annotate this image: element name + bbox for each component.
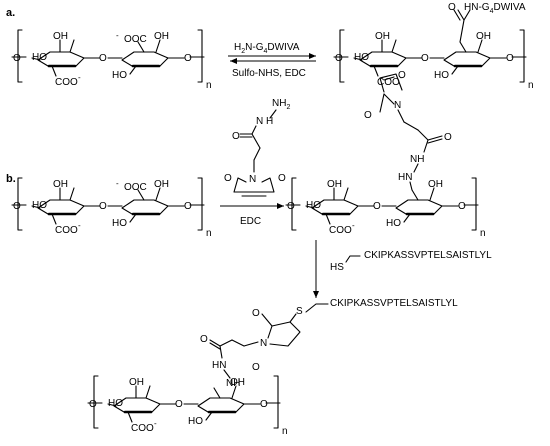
atom-oh: OH [327, 179, 342, 190]
carbonyl-o: O [364, 110, 372, 121]
atom-o: O [287, 201, 295, 212]
final-product: O O N S CKIPKASSVPTELSAISTLYL O HN NH [200, 298, 458, 389]
carbonyl-o: O [448, 2, 456, 13]
hydrazide-hn: HN [398, 172, 412, 183]
atom-oh: OH [53, 179, 68, 190]
hydrazide-h: H [266, 116, 273, 127]
atom-ho: HO [188, 416, 203, 427]
atom-ho: HO [386, 218, 401, 229]
atom-o: O [13, 201, 21, 212]
carbonyl-o: O [232, 131, 240, 142]
atom-o: O [184, 201, 192, 212]
charge: - [116, 31, 119, 40]
panel-b-reagent-bottom: EDC [240, 216, 261, 227]
atom-oh: OH [375, 31, 390, 42]
panel-a-product-group: HN-G4DWIVA [464, 2, 526, 15]
bridge-o: O [373, 201, 381, 212]
imide-n: N [260, 338, 267, 349]
carbonyl-o: O [252, 362, 260, 373]
atom-oh: OH [154, 31, 169, 42]
carboxylate-label: OOC [124, 182, 147, 193]
panel-a-label: a. [6, 7, 15, 19]
atom-o: O [89, 399, 97, 410]
atom-o: O [458, 201, 466, 212]
carboxylate-label: COO [131, 423, 154, 434]
carbonyl-o: O [398, 70, 406, 81]
carboxylate-label: COO [377, 77, 400, 88]
thiol-addition-arrow: HS CKIPKASSVPTELSAISTLYL [313, 240, 492, 298]
atom-o: O [260, 399, 268, 410]
thiol-peptide: CKIPKASSVPTELSAISTLYL [364, 250, 492, 261]
atom-ho: HO [108, 398, 123, 409]
panel-b-label: b. [6, 173, 16, 185]
panel-a-product: O OH HO COO - O OH HO O n O HN-G4DWIVA [332, 2, 534, 91]
charge: - [352, 221, 355, 230]
atom-ho: HO [354, 52, 369, 63]
imide-n: N [249, 174, 256, 185]
panel-b-reactant: O OH HO COO - O OOC - OH HO O n [10, 176, 212, 239]
charge: - [78, 73, 81, 82]
hydrazide-nh: NH [410, 154, 424, 165]
hydrazide-nh: NH [226, 378, 240, 389]
atom-o: O [506, 53, 514, 64]
carboxylate-label: COO [329, 225, 352, 236]
carbonyl-o: O [252, 308, 260, 319]
atom-oh: OH [53, 31, 68, 42]
carboxylate-label: COO [55, 77, 78, 88]
maleimide-hydrazide-reagent: NH2 N H O N O O [224, 98, 290, 197]
carbonyl-o: O [444, 132, 452, 143]
atom-ho: HO [112, 218, 127, 229]
panel-a-reagent-bottom: Sulfo-NHS, EDC [232, 68, 306, 79]
imide-n: N [394, 100, 401, 111]
atom-oh: OH [476, 31, 491, 42]
bridge-o: O [175, 399, 183, 410]
atom-oh: OH [154, 179, 169, 190]
hydrazide-nh2: NH2 [272, 98, 290, 111]
panel-a-reagent-top: H2N-G4DWIVA [234, 42, 300, 55]
atom-o: O [335, 53, 343, 64]
hydrazide-hn: HN [212, 360, 226, 371]
bridge-o: O [99, 201, 107, 212]
panel-a-arrow: H2N-G4DWIVA Sulfo-NHS, EDC [228, 42, 316, 79]
hydrazide-n: N [256, 116, 263, 127]
panel-b-product: O OH HO COO - O OH HO O n [284, 176, 486, 239]
atom-oh: OH [428, 179, 443, 190]
atom-oh: OH [129, 377, 144, 388]
charge: - [116, 179, 119, 188]
atom-ho: HO [112, 70, 127, 81]
bridge-o: O [421, 53, 429, 64]
carbonyl-o: O [200, 334, 208, 345]
repeat-n: n [206, 228, 212, 239]
charge: - [154, 419, 157, 428]
panel-b-arrow: EDC [220, 203, 284, 227]
atom-ho: HO [306, 200, 321, 211]
atom-ho: HO [434, 70, 449, 81]
atom-o: O [13, 53, 21, 64]
repeat-n: n [282, 426, 288, 437]
thiol-hs: HS [330, 262, 344, 273]
maleimide-linker: O O N O NH HN [364, 70, 452, 191]
charge: - [400, 73, 403, 82]
final-polymer: O OH HO COO - O OH HO O n [86, 374, 288, 437]
conjugated-peptide: CKIPKASSVPTELSAISTLYL [330, 298, 458, 309]
charge: - [78, 221, 81, 230]
repeat-n: n [528, 80, 534, 91]
repeat-n: n [206, 80, 212, 91]
bridge-o: O [99, 53, 107, 64]
thioether-s: S [296, 306, 303, 317]
atom-o: O [184, 53, 192, 64]
atom-ho: HO [32, 52, 47, 63]
repeat-n: n [480, 228, 486, 239]
atom-ho: HO [32, 200, 47, 211]
panel-a-reactant: O OH HO COO - O OOC - OH HO O n [10, 28, 212, 91]
carbonyl-o: O [224, 173, 232, 184]
carbonyl-o: O [278, 173, 286, 184]
atom-oh: OH [230, 377, 245, 388]
carboxylate-label: OOC [124, 34, 147, 45]
carboxylate-label: COO [55, 225, 78, 236]
